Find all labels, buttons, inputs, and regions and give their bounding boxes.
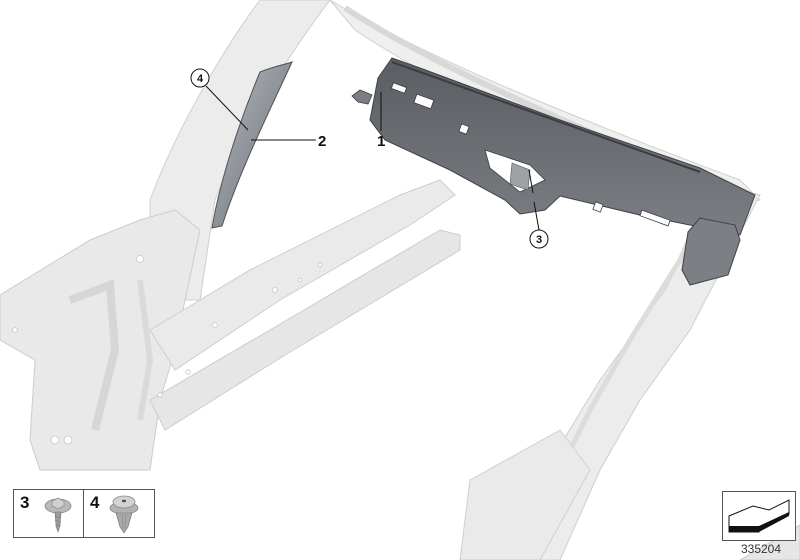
callout-2-label: 2 xyxy=(318,133,326,150)
cowl-bracket xyxy=(509,162,531,191)
return-arrow-icon xyxy=(728,499,790,533)
legend-item-4[interactable]: 4 xyxy=(84,490,154,537)
hex-screw-icon xyxy=(44,497,72,533)
legend-item-4-number: 4 xyxy=(90,493,100,512)
callout-3[interactable]: 3 xyxy=(529,229,549,249)
callout-4-label: 4 xyxy=(197,73,204,85)
callout-lines xyxy=(205,85,540,231)
legend-item-3-number: 3 xyxy=(20,493,30,512)
fastener-legend: 3 4 xyxy=(13,489,155,538)
push-rivet-icon xyxy=(109,495,139,534)
callout-1[interactable]: 1 xyxy=(377,133,385,150)
callout-1-label: 1 xyxy=(377,133,385,150)
legend-item-3[interactable]: 3 xyxy=(14,490,84,537)
part-2-a-pillar-trim[interactable] xyxy=(211,61,293,229)
callout-4[interactable]: 4 xyxy=(190,68,210,88)
sill-holes xyxy=(12,255,323,445)
return-navigation-button[interactable] xyxy=(722,491,796,541)
part-1-cowl-trim-panel[interactable] xyxy=(351,57,756,286)
diagram-id-label: 335204 xyxy=(740,542,782,556)
callout-2[interactable]: 2 xyxy=(318,133,326,150)
callout-3-label: 3 xyxy=(536,234,542,246)
